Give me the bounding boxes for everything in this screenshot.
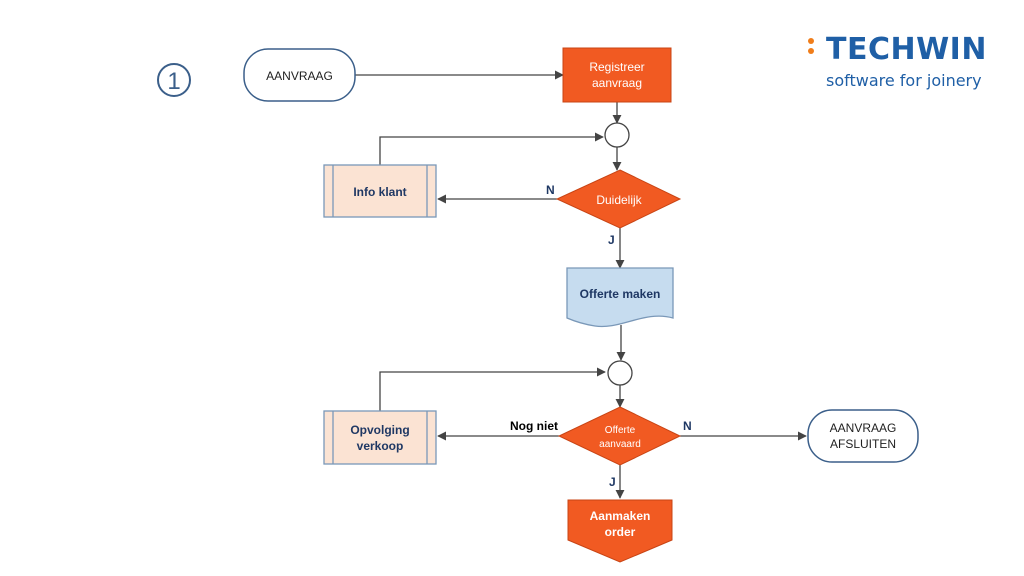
edge-label-duidelijk-no: N bbox=[546, 183, 555, 197]
node-aanvraag: AANVRAAG bbox=[243, 48, 356, 102]
terminator-shape bbox=[807, 409, 919, 463]
node-duidelijk-label: Duidelijk bbox=[596, 193, 642, 207]
terminator-shape bbox=[243, 48, 356, 102]
node-registreer-line2: aanvraag bbox=[592, 76, 642, 90]
node-info-klant-label: Info klant bbox=[353, 185, 406, 199]
node-opvolging-verkoop: Opvolging verkoop bbox=[323, 410, 437, 465]
process-shape bbox=[562, 47, 672, 103]
node-offerte-maken-label: Offerte maken bbox=[580, 287, 661, 301]
merge-connector-2 bbox=[607, 360, 633, 386]
subprocess-shape bbox=[323, 410, 437, 465]
node-aanmaken-order: Aanmaken order bbox=[567, 499, 673, 563]
node-afsluiten-line1: AANVRAAG bbox=[830, 421, 897, 435]
decision-shape bbox=[557, 406, 682, 466]
subprocess-shape bbox=[323, 164, 437, 218]
merge-connector-1 bbox=[604, 122, 630, 148]
node-opvolging-line1: Opvolging bbox=[350, 423, 409, 437]
edge-label-aanvaard-yes: J bbox=[609, 475, 616, 489]
logo-dots-icon bbox=[808, 38, 818, 64]
offpage-connector-shape bbox=[567, 499, 673, 563]
logo-wordmark: TECHWIN bbox=[826, 32, 987, 67]
document-shape bbox=[566, 267, 674, 328]
step-number-text: 1 bbox=[167, 68, 180, 95]
logo-tagline: software for joinery bbox=[826, 71, 982, 90]
step-number-circle bbox=[157, 63, 191, 97]
node-aanvaard-line1: Offerte bbox=[605, 425, 636, 436]
connectors bbox=[355, 70, 807, 499]
step-number-badge: 1 bbox=[157, 63, 191, 97]
edge-label-duidelijk-yes: J bbox=[608, 233, 615, 247]
decision-shape bbox=[555, 169, 682, 229]
node-afsluiten-line2: AFSLUITEN bbox=[830, 437, 896, 451]
node-order-line1: Aanmaken bbox=[590, 509, 651, 523]
node-aanvaard-line2: aanvaard bbox=[599, 439, 641, 450]
edge-opvolging-to-merge2 bbox=[379, 367, 606, 411]
node-order-line2: order bbox=[605, 525, 636, 539]
edge-infoklant-to-merge1 bbox=[379, 132, 604, 165]
edge-label-aanvaard-no: N bbox=[683, 419, 692, 433]
node-offerte-maken: Offerte maken bbox=[566, 267, 674, 328]
edge-labels: N J Nog niet N J bbox=[510, 183, 692, 489]
edge-label-aanvaard-not-yet: Nog niet bbox=[510, 419, 558, 433]
node-opvolging-line2: verkoop bbox=[357, 439, 404, 453]
node-offerte-aanvaard: Offerte aanvaard bbox=[557, 406, 682, 466]
node-info-klant: Info klant bbox=[323, 164, 437, 218]
node-duidelijk: Duidelijk bbox=[555, 169, 682, 229]
node-aanvraag-afsluiten: AANVRAAG AFSLUITEN bbox=[807, 409, 919, 463]
node-aanvraag-label: AANVRAAG bbox=[266, 69, 333, 83]
node-registreer-aanvraag: Registreer aanvraag bbox=[562, 47, 672, 103]
node-registreer-line1: Registreer bbox=[589, 60, 644, 74]
